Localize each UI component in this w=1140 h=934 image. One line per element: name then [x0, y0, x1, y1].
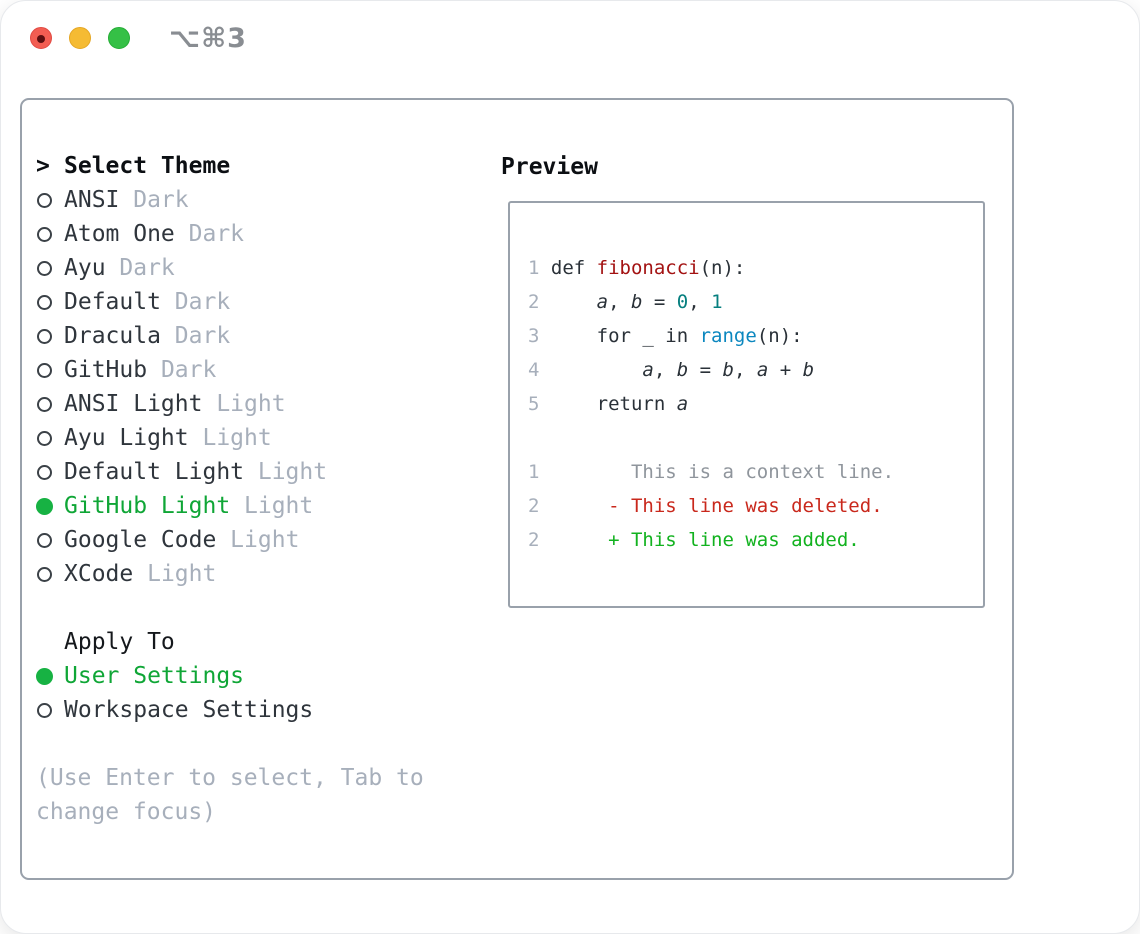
- apply-option-workspace-settings[interactable]: Workspace Settings: [36, 693, 424, 727]
- keyboard-hint-line-2: change focus): [36, 799, 217, 825]
- theme-variant-label: Dark: [160, 323, 231, 349]
- window-title-shortcut: ⌥⌘3: [169, 23, 247, 54]
- option-label: GitHub: [64, 357, 148, 383]
- radio-unselected-icon: [37, 396, 52, 412]
- line-number: 1: [528, 257, 551, 279]
- option-label: Default Light: [64, 459, 245, 485]
- theme-list-header: > Select Theme: [36, 149, 424, 183]
- theme-option-ayu-light[interactable]: Ayu Light Light: [36, 421, 424, 455]
- radio-unselected-icon: [37, 464, 52, 480]
- theme-option-default[interactable]: Default Dark: [36, 285, 424, 319]
- theme-option-github-light[interactable]: GitHub Light Light: [36, 489, 424, 523]
- radio-unselected-icon: [37, 260, 52, 276]
- preview-title: Preview: [501, 154, 598, 180]
- theme-option-xcode[interactable]: XCode Light: [36, 557, 424, 591]
- theme-option-atom-one[interactable]: Atom One Dark: [36, 217, 424, 251]
- radio-unselected-icon: [37, 294, 52, 310]
- preview-box: 1 def fibonacci(n): 2 a, b = 0, 1 3 for _ …: [508, 201, 985, 608]
- preview-line: 2 a, b = 0, 1: [528, 291, 723, 313]
- theme-variant-label: Light: [133, 561, 217, 587]
- radio-unselected-icon: [37, 328, 52, 344]
- apply-to-title: Apply To: [64, 629, 175, 655]
- theme-variant-label: Light: [230, 493, 314, 519]
- zoom-button[interactable]: [108, 27, 130, 49]
- radio-unselected-icon: [37, 226, 52, 242]
- line-number: 2: [528, 291, 551, 313]
- spacer: [36, 727, 424, 761]
- apply-to-header: Apply To: [36, 625, 424, 659]
- preview-line: 1 def fibonacci(n):: [528, 257, 746, 279]
- theme-variant-label: Light: [188, 425, 272, 451]
- preview-line: 2 + This line was added.: [528, 529, 860, 551]
- preview-line: 1 This is a context line.: [528, 461, 895, 483]
- spacer: [36, 591, 424, 625]
- option-label: XCode: [64, 561, 134, 587]
- line-number: 2: [528, 495, 551, 517]
- cursor-caret-icon: >: [36, 153, 50, 179]
- theme-variant-label: Dark: [147, 357, 217, 383]
- radio-unselected-icon: [37, 532, 52, 548]
- option-label: Dracula: [64, 323, 161, 349]
- radio-unselected-icon: [37, 702, 52, 718]
- theme-option-default-light[interactable]: Default Light Light: [36, 455, 424, 489]
- option-label: Atom One: [64, 221, 175, 247]
- radio-unselected-icon: [37, 566, 52, 582]
- option-label: ANSI: [64, 187, 120, 213]
- window-titlebar: ⌥⌘3: [1, 1, 1139, 75]
- option-label: Ayu Light: [64, 425, 189, 451]
- radio-selected-icon: [36, 667, 53, 685]
- minimize-button[interactable]: [69, 27, 91, 49]
- option-label: GitHub Light: [64, 493, 231, 519]
- close-dot-icon: [37, 35, 45, 43]
- theme-option-google-code[interactable]: Google Code Light: [36, 523, 424, 557]
- option-label: Google Code: [64, 527, 217, 553]
- radio-unselected-icon: [37, 192, 52, 208]
- radio-selected-icon: [36, 497, 53, 515]
- theme-variant-label: Dark: [160, 289, 231, 315]
- line-number: 4: [528, 359, 551, 381]
- preview-line: 4 a, b = b, a + b: [528, 359, 815, 381]
- close-button[interactable]: [30, 27, 52, 49]
- option-label: Workspace Settings: [64, 697, 314, 723]
- option-label: Default: [64, 289, 161, 315]
- theme-list-title: Select Theme: [64, 153, 231, 179]
- preview-line: 5 return a: [528, 393, 689, 415]
- line-number: 1: [528, 461, 551, 483]
- apply-option-user-settings[interactable]: User Settings: [36, 659, 424, 693]
- theme-option-github[interactable]: GitHub Dark: [36, 353, 424, 387]
- option-label: Ayu: [64, 255, 106, 281]
- theme-variant-label: Light: [216, 527, 300, 553]
- theme-variant-label: Dark: [119, 187, 189, 213]
- preview-line: 3 for _ in range(n):: [528, 325, 803, 347]
- option-label: User Settings: [64, 663, 245, 689]
- option-label: ANSI Light: [64, 391, 203, 417]
- theme-option-ansi-light[interactable]: ANSI Light Light: [36, 387, 424, 421]
- line-number: 2: [528, 529, 551, 551]
- radio-unselected-icon: [37, 430, 52, 446]
- preview-blank-line: [528, 421, 983, 455]
- theme-option-dracula[interactable]: Dracula Dark: [36, 319, 424, 353]
- theme-variant-label: Dark: [174, 221, 245, 247]
- radio-unselected-icon: [37, 362, 52, 378]
- theme-option-ayu[interactable]: Ayu Dark: [36, 251, 424, 285]
- preview-line: 2 - This line was deleted.: [528, 495, 883, 517]
- keyboard-hint-line-1: (Use Enter to select, Tab to: [36, 765, 424, 791]
- theme-variant-label: Dark: [105, 255, 175, 281]
- line-number: 3: [528, 325, 551, 347]
- theme-variant-label: Light: [244, 459, 328, 485]
- theme-variant-label: Light: [202, 391, 286, 417]
- line-number: 5: [528, 393, 551, 415]
- theme-option-ansi[interactable]: ANSI Dark: [36, 183, 424, 217]
